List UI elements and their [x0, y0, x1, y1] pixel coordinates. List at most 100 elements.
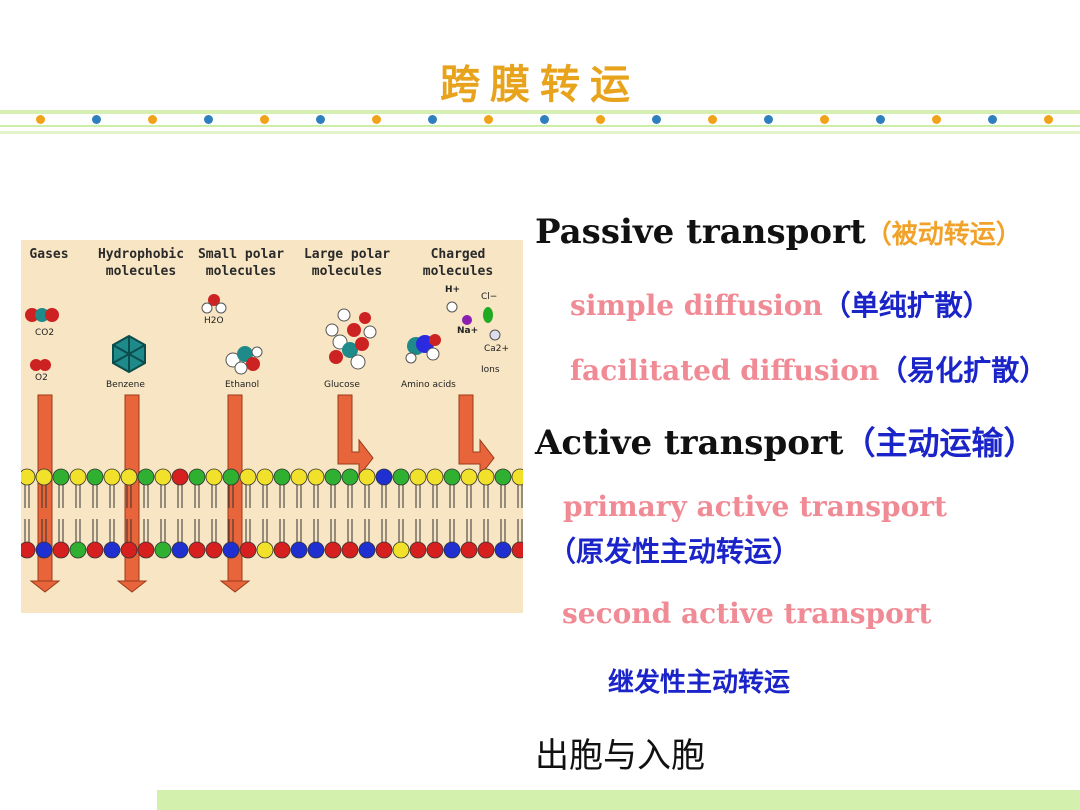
lipid-head	[409, 541, 427, 559]
second-active-transport-cn: 继发性主动转运	[608, 668, 791, 698]
lipid-head	[443, 468, 461, 486]
lipid-head	[307, 541, 325, 559]
lipid-head	[35, 468, 53, 486]
title-rule-bottom	[0, 131, 1080, 134]
lipid-head	[86, 541, 104, 559]
divider-dot	[932, 115, 941, 124]
title-rule-mid	[0, 125, 1080, 127]
lipid-head	[443, 541, 461, 559]
divider-dot	[316, 115, 325, 124]
endocytosis-exocytosis: 出胞与入胞	[535, 736, 705, 776]
divider-dot	[1044, 115, 1053, 124]
lipid-head	[21, 541, 36, 559]
lipid-head	[358, 541, 376, 559]
passive-transport-cn: （被动转运）	[865, 220, 1022, 250]
benzene-molecule	[112, 334, 146, 374]
divider-dot	[540, 115, 549, 124]
simple-diffusion-cn: （单纯扩散）	[822, 289, 991, 322]
divider-dot	[708, 115, 717, 124]
lipid-head	[171, 541, 189, 559]
label-amino-acids: Amino acids	[401, 380, 456, 390]
lipid-head	[477, 468, 495, 486]
lipid-head	[392, 541, 410, 559]
lipid-head	[222, 468, 240, 486]
lipid-head	[460, 541, 478, 559]
lipid-head	[239, 541, 257, 559]
lipid-head	[494, 541, 512, 559]
arrow-gases	[29, 394, 61, 593]
divider-dot	[260, 115, 269, 124]
facilitated-diffusion-en: facilitated diffusion	[570, 354, 880, 387]
lipid-head	[103, 541, 121, 559]
lipid-head	[222, 541, 240, 559]
label-benzene: Benzene	[106, 380, 145, 390]
facilitated-diffusion-item: facilitated diffusion（易化扩散）	[570, 349, 1047, 389]
label-cl-minus: Cl−	[481, 292, 498, 302]
ethanol-molecule	[225, 346, 263, 375]
label-glucose: Glucose	[324, 380, 360, 390]
lipid-head	[188, 468, 206, 486]
label-ethanol: Ethanol	[225, 380, 260, 390]
lipid-head	[103, 468, 121, 486]
lipid-head	[154, 468, 172, 486]
lipid-head	[273, 541, 291, 559]
lipid-head	[511, 541, 523, 559]
arrow-small-polar	[219, 394, 251, 593]
divider-dot	[148, 115, 157, 124]
membrane-diagram	[21, 294, 523, 593]
lipid-head	[52, 541, 70, 559]
divider-dot	[92, 115, 101, 124]
active-transport-cn: （主动运输）	[843, 424, 1036, 462]
lipid-head	[494, 468, 512, 486]
arrow-hydrophobic	[116, 394, 148, 593]
lipid-head	[120, 541, 138, 559]
label-ions: Ions	[481, 365, 500, 375]
divider-dot	[876, 115, 885, 124]
slide-title: 跨膜转运	[440, 62, 640, 108]
lipid-head	[239, 468, 257, 486]
arrow-large-polar-blocked	[337, 394, 374, 478]
divider-dot	[988, 115, 997, 124]
lipid-heads-bottom	[21, 541, 523, 559]
lipid-head	[69, 541, 87, 559]
lipid-heads-top	[21, 468, 523, 486]
simple-diffusion-item: simple diffusion（单纯扩散）	[570, 284, 991, 324]
title-rule-top	[0, 110, 1080, 114]
divider-dot	[484, 115, 493, 124]
arrow-charged-blocked	[458, 394, 495, 478]
divider-dot	[372, 115, 381, 124]
primary-active-transport-cn: （原发性主动转运）	[548, 535, 801, 568]
lipid-head	[137, 468, 155, 486]
glucose-molecule	[325, 308, 377, 370]
passive-transport-heading: Passive transport（被动转运）	[535, 212, 1022, 252]
lipid-head	[154, 541, 172, 559]
lipid-head	[205, 468, 223, 486]
lipid-head	[426, 468, 444, 486]
label-h2o: H2O	[204, 316, 224, 326]
label-na-plus: Na+	[457, 326, 479, 336]
label-o2: O2	[35, 373, 48, 383]
amino-acid-molecule	[405, 334, 441, 364]
label-ca: Ca2+	[484, 344, 510, 354]
lipid-head	[341, 468, 359, 486]
header-gases: Gases	[29, 247, 69, 262]
lipid-head	[256, 541, 274, 559]
lipid-head	[324, 468, 342, 486]
lipid-head	[120, 468, 138, 486]
divider-dot	[204, 115, 213, 124]
divider-dot	[36, 115, 45, 124]
lipid-head	[52, 468, 70, 486]
lipid-head	[86, 468, 104, 486]
lipid-head	[426, 541, 444, 559]
label-h-plus: H+	[445, 285, 461, 295]
passive-transport-en: Passive transport	[535, 212, 866, 252]
divider-dot	[428, 115, 437, 124]
lipid-head	[460, 468, 478, 486]
lipid-head	[290, 541, 308, 559]
lipid-head	[273, 468, 291, 486]
lipid-head	[21, 468, 36, 486]
